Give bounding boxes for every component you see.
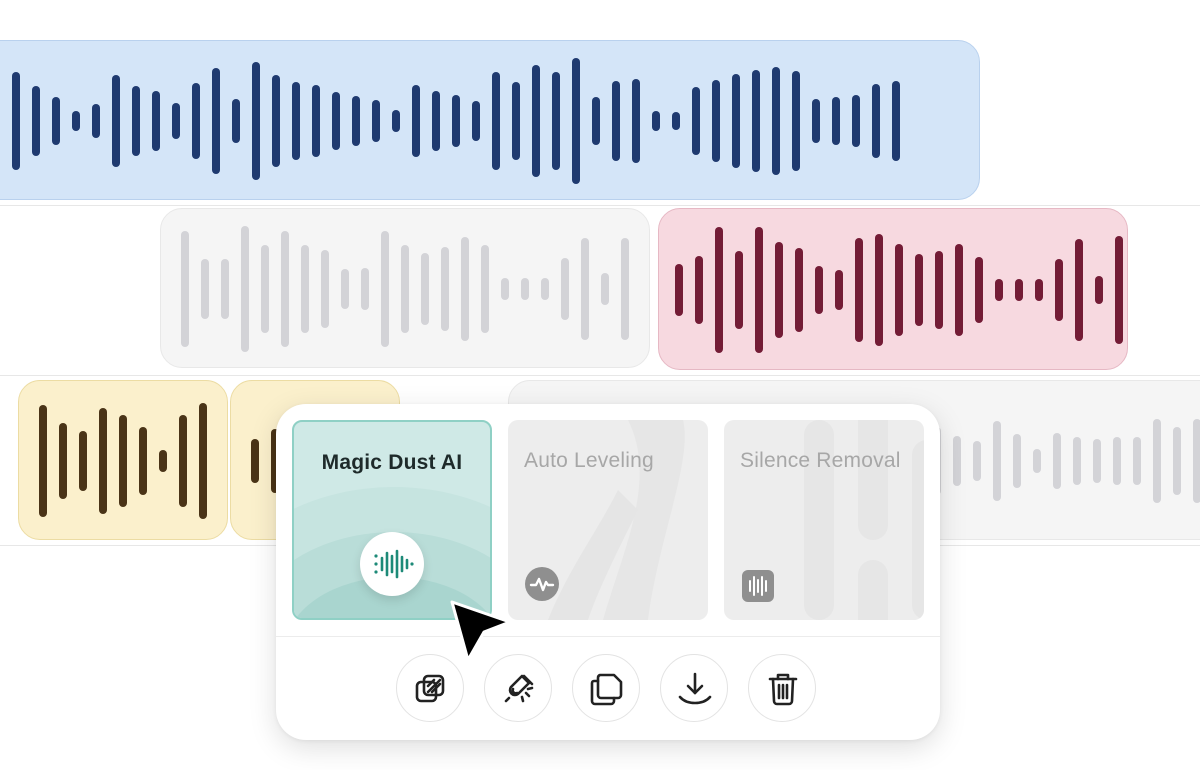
card-background <box>804 420 924 620</box>
copy-layers-icon <box>415 674 445 703</box>
audio-clip-muted[interactable] <box>160 208 650 368</box>
track-divider <box>0 205 1200 206</box>
magic-dust-ai-card[interactable]: Magic Dust AI <box>292 420 492 620</box>
clip-actions-popover: Magic Dust AI Aut <box>276 404 940 740</box>
copy-layers-button[interactable] <box>396 654 464 722</box>
waveform-sparkle-icon <box>360 532 424 596</box>
popover-divider <box>276 636 940 637</box>
magnet-snap-button[interactable] <box>484 654 552 722</box>
audio-clip-yellow[interactable] <box>18 380 228 540</box>
download-icon <box>678 672 712 705</box>
duplicate-icon <box>590 673 623 706</box>
audio-clip-red[interactable] <box>658 208 1128 370</box>
duplicate-button[interactable] <box>572 654 640 722</box>
waveform <box>251 429 279 493</box>
pulse-icon <box>525 567 559 601</box>
audio-clip-blue[interactable] <box>0 40 980 200</box>
card-title: Magic Dust AI <box>321 451 463 474</box>
delete-button[interactable] <box>748 654 816 722</box>
pointer-cursor-icon <box>450 600 512 662</box>
track-divider <box>0 375 1200 376</box>
waveform <box>12 58 900 184</box>
waveform <box>181 226 629 352</box>
card-background <box>548 420 685 620</box>
download-button[interactable] <box>660 654 728 722</box>
silence-removal-card[interactable]: Silence Removal <box>724 420 924 620</box>
card-title: Silence Removal <box>740 449 901 472</box>
auto-leveling-card[interactable]: Auto Leveling <box>508 420 708 620</box>
card-title: Auto Leveling <box>524 449 654 472</box>
waveform <box>675 227 1123 353</box>
waveform-box-icon <box>742 570 774 602</box>
waveform <box>39 403 207 519</box>
trash-icon <box>768 673 798 706</box>
magnet-icon <box>504 674 534 703</box>
